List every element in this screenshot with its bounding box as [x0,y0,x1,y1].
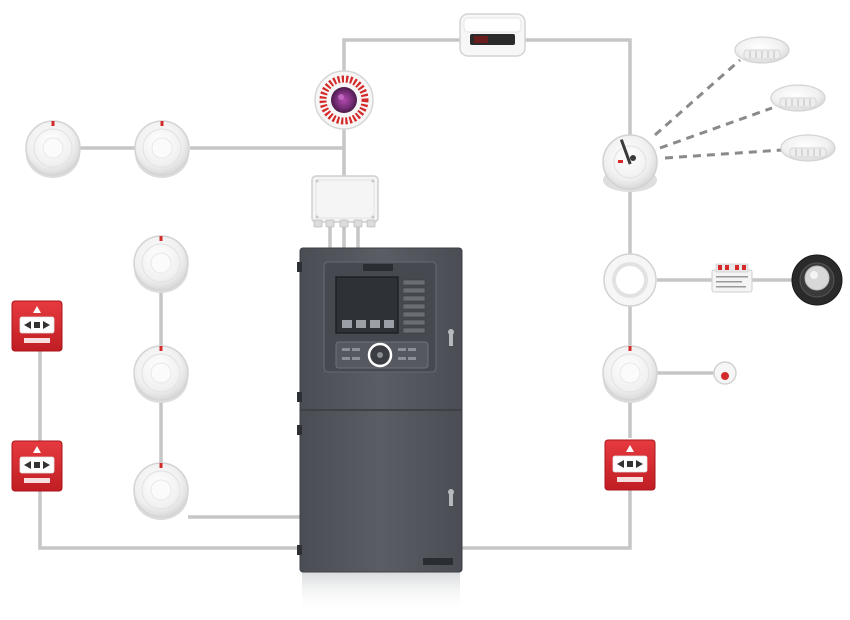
smoke-detector-icon [134,120,190,178]
manual-call-points [11,300,656,492]
manual-call-point-icon [11,440,63,492]
smoke-detector-icon [133,345,189,403]
smoke-detector-icon [133,235,189,293]
input-module-icon [603,253,657,307]
smoke-detector-icon [25,120,81,178]
wire-bottom-left [38,490,300,550]
wire-top-right [525,38,632,140]
wireless-link-2 [659,106,773,150]
io-module-icon [711,263,753,293]
panel-status-leds [402,279,426,334]
detectors [25,120,658,520]
wireless-detectors [734,36,836,162]
fire-alarm-panel-icon [297,247,463,612]
wireless-link-3 [664,148,783,160]
manual-call-point-icon [11,300,63,352]
wireless-links [654,58,783,160]
junction-box-icon [311,175,379,228]
panel-brand-plate-bottom [423,558,453,565]
manual-call-point-icon [604,439,656,491]
wireless-link-1 [654,58,741,137]
wireless-detector-icon [780,134,836,162]
panel-key-lower [448,489,454,506]
smoke-detector-icon [133,462,189,520]
remote-indicator-icon [713,361,737,385]
panel-brand-plate-top [363,264,393,271]
wireless-detector-icon [734,36,790,64]
wireless-translator-icon [602,134,658,192]
wire-bottom-right [462,490,632,550]
sounder-beacon-icon [314,70,374,130]
smoke-detector-icon [602,345,658,403]
wiring [38,38,792,550]
wireless-detector-icon [770,84,826,112]
beam-detector-icon [459,13,526,57]
push-button-icon [791,254,843,306]
panel-key-upper [448,329,454,346]
